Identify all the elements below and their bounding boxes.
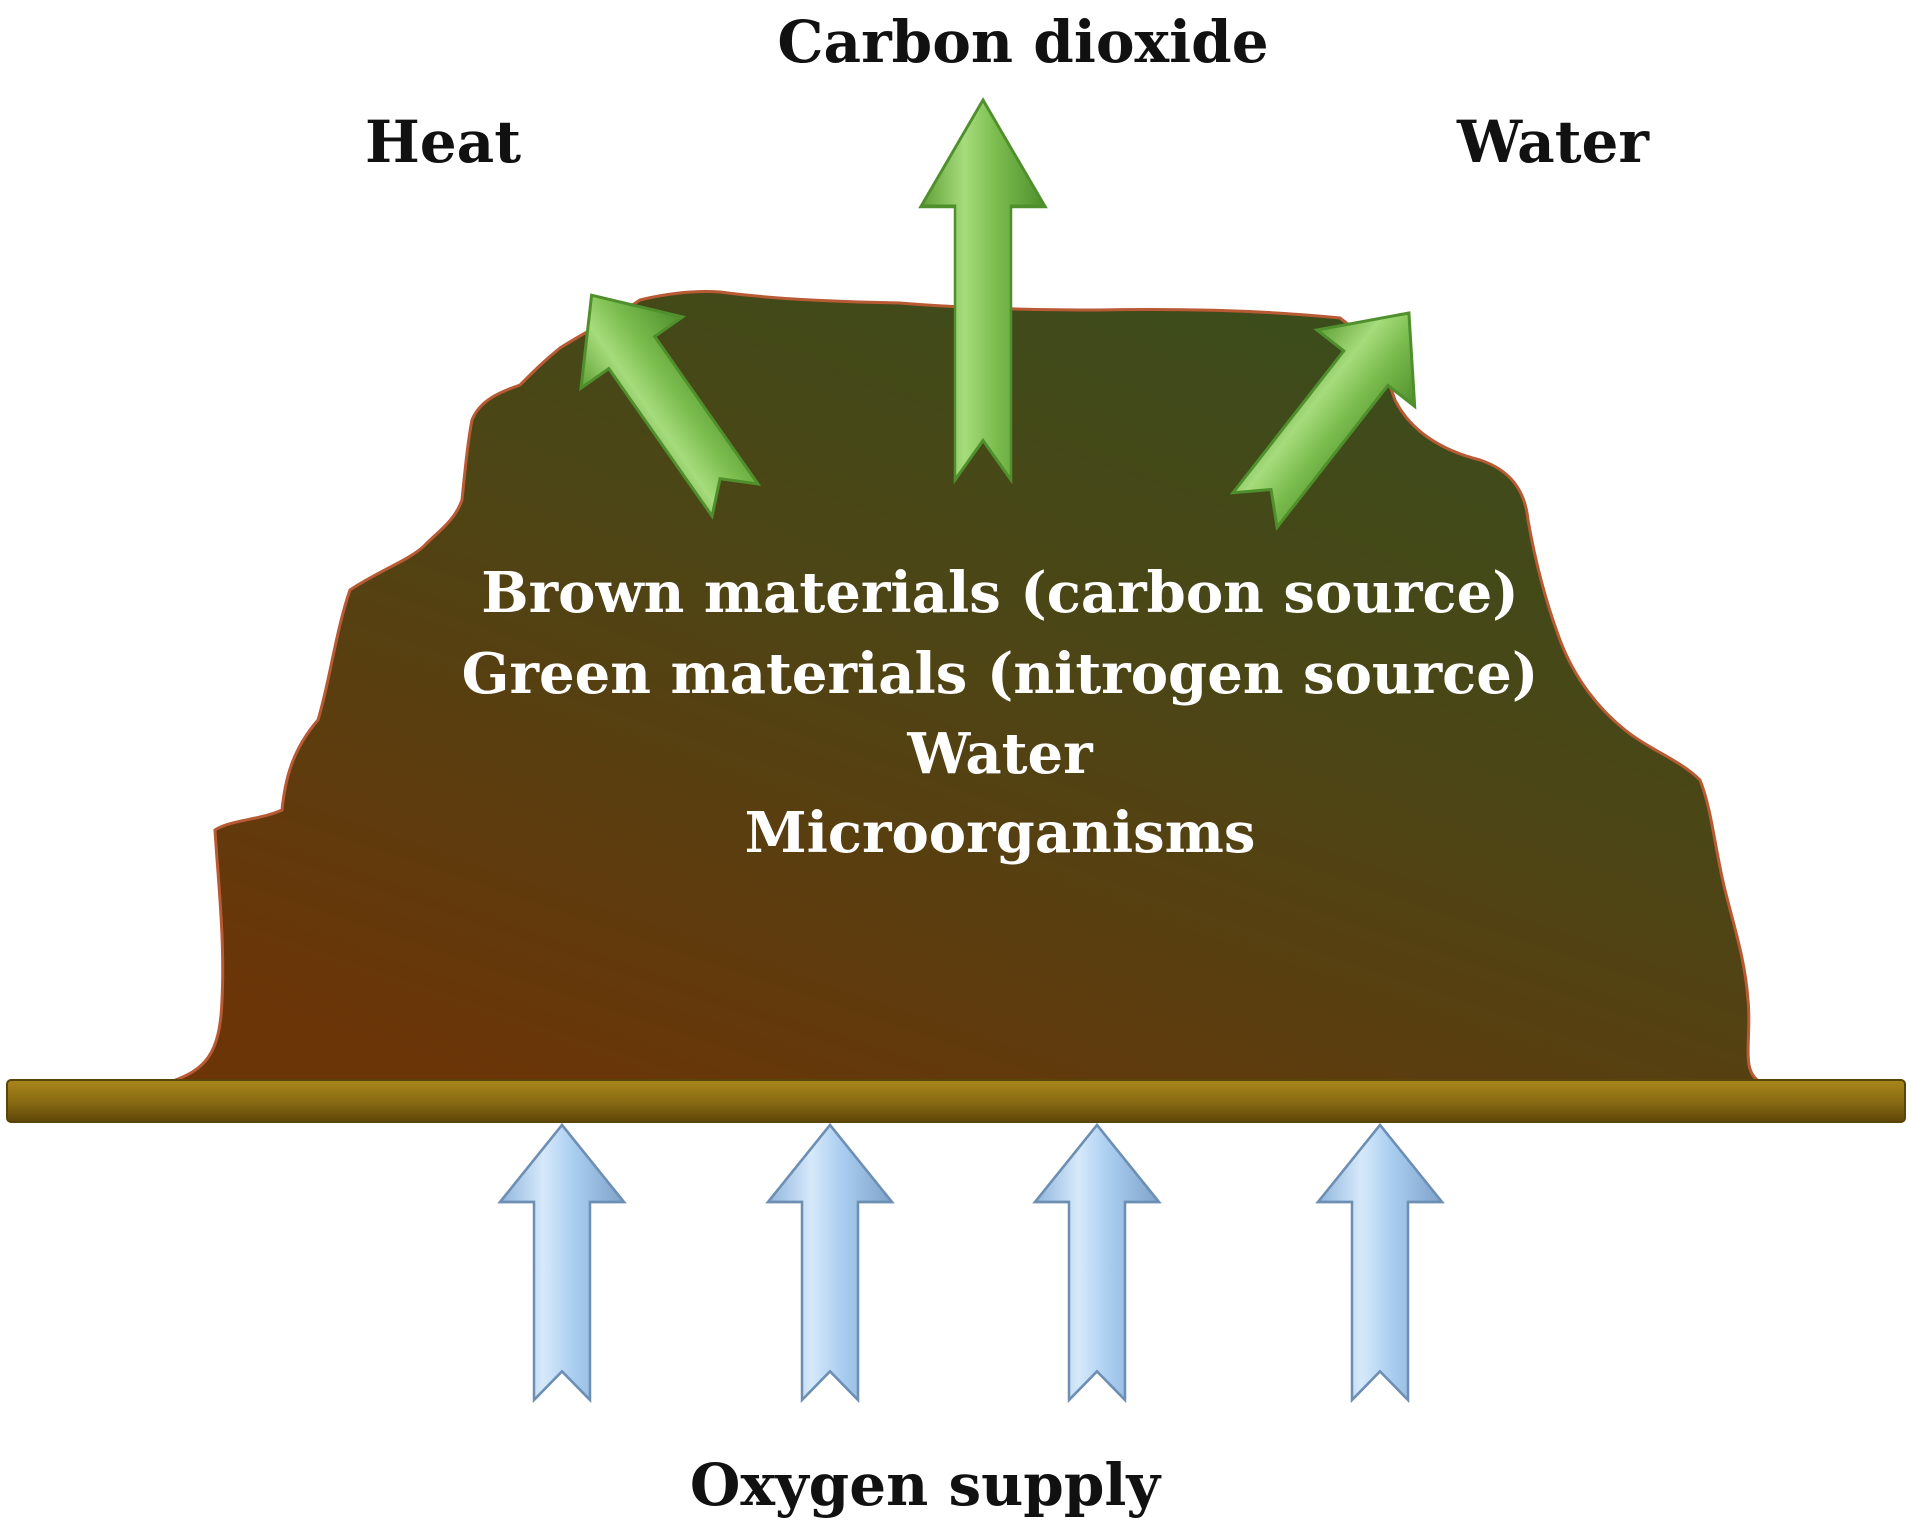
base-bar	[6, 1079, 1906, 1123]
carbon-dioxide-label: Carbon dioxide	[777, 8, 1268, 76]
oxygen-arrow-icon-1	[498, 1123, 626, 1402]
water-output-label: Water	[1456, 108, 1650, 176]
oxygen-supply-label: Oxygen supply	[690, 1451, 1163, 1519]
pile-content-water: Water	[906, 721, 1094, 787]
pile-content-microorganisms: Microorganisms	[745, 800, 1256, 866]
pile-content-brown-materials: Brown materials (carbon source)	[481, 560, 1518, 626]
compost-pile	[169, 290, 1766, 1084]
oxygen-arrow-icon-2	[766, 1123, 894, 1402]
heat-label: Heat	[365, 108, 521, 176]
pile-content-green-materials: Green materials (nitrogen source)	[462, 641, 1539, 707]
oxygen-arrow-icon-3	[1033, 1123, 1161, 1402]
oxygen-arrow-icon-4	[1316, 1123, 1444, 1402]
